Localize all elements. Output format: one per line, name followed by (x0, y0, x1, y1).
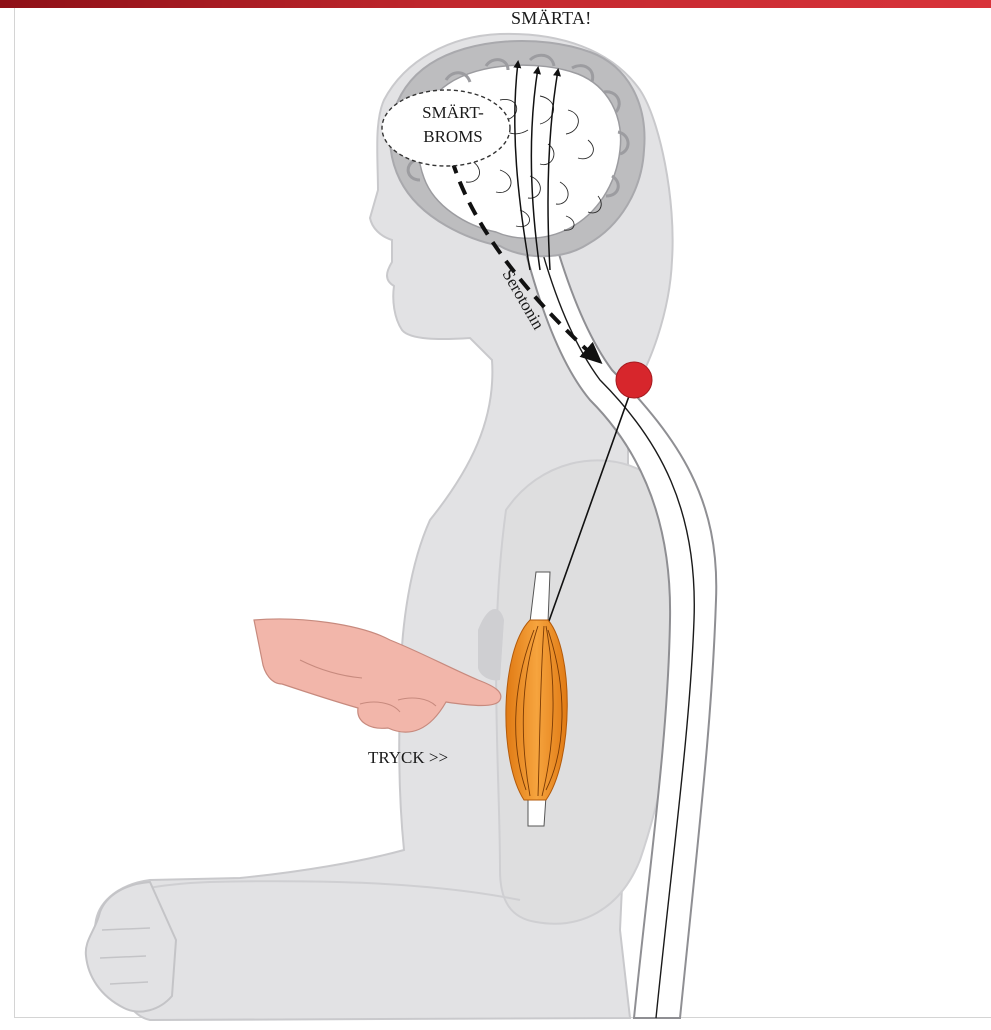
pain-brake-label: SMÄRT- BROMS (398, 101, 508, 149)
pain-label: SMÄRTA! (511, 8, 592, 28)
press-label: TRYCK >> (368, 748, 448, 768)
pain-brake-line-1: SMÄRT- (398, 101, 508, 125)
nerve-node (616, 362, 652, 398)
pain-brake-line-2: BROMS (398, 125, 508, 149)
